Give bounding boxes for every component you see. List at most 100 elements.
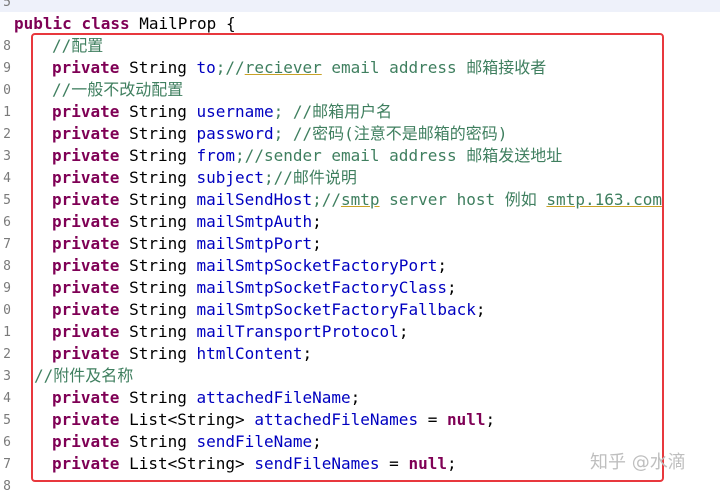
field-line-socket-factory-fallback[interactable]: private String mailSmtpSocketFactoryFall… <box>52 299 486 321</box>
keyword: private <box>52 212 120 231</box>
watermark: 知乎 @水滴 <box>590 452 686 473</box>
semicolon: ; <box>446 278 457 297</box>
type: String <box>129 124 187 143</box>
line-number: 3 <box>3 369 11 384</box>
line-number: 5 <box>3 193 11 208</box>
field-name: attachedFileName <box>196 388 351 407</box>
type: String <box>129 256 187 275</box>
semicolon: ; <box>446 454 457 473</box>
keyword: null <box>446 410 486 429</box>
comment-line[interactable]: //配置 <box>52 35 103 57</box>
keyword: class <box>81 14 130 33</box>
line-number: 6 <box>3 215 11 230</box>
keyword: private <box>52 322 120 341</box>
line-number: 8 <box>3 259 11 274</box>
field-line-transport-protocol[interactable]: private String mailTransportProtocol; <box>52 321 408 343</box>
comment: //配置 <box>52 36 104 55</box>
type: String <box>129 278 187 297</box>
keyword: private <box>52 234 120 253</box>
line-number: 9 <box>3 61 11 76</box>
keyword: private <box>52 146 120 165</box>
line-number: 4 <box>3 391 11 406</box>
semicolon: ; <box>312 234 322 253</box>
field-name: username <box>196 102 274 121</box>
comment: email address 邮箱接收者 <box>321 58 547 77</box>
field-line-mail-smtp-auth[interactable]: private String mailSmtpAuth; <box>52 211 322 233</box>
field-line-send-file-name[interactable]: private String sendFileName; <box>52 431 322 453</box>
field-name: mailSmtpAuth <box>196 212 313 231</box>
line-number: 0 <box>3 303 11 318</box>
field-line-subject[interactable]: private String subject;//邮件说明 <box>52 167 357 189</box>
field-line-from[interactable]: private String from;//sender email addre… <box>52 145 562 167</box>
field-name: mailSmtpSocketFactoryClass <box>196 278 447 297</box>
keyword: private <box>52 58 120 77</box>
comment: //附件及名称 <box>34 366 134 385</box>
field-line-username[interactable]: private String username; //邮箱用户名 <box>52 101 392 123</box>
comment: //一般不改动配置 <box>52 80 184 99</box>
semicolon: ; <box>350 388 361 407</box>
line-number: 4 <box>3 171 11 186</box>
semicolon: ; <box>398 322 409 341</box>
type: List<String> <box>129 410 245 429</box>
keyword: private <box>52 102 120 121</box>
line-number: 3 <box>3 149 11 164</box>
keyword: private <box>52 124 120 143</box>
field-line-attached-file-name[interactable]: private String attachedFileName; <box>52 387 360 409</box>
comment: ; //密码(注意不是邮箱的密码) <box>273 124 508 143</box>
field-line-attached-file-names[interactable]: private List<String> attachedFileNames =… <box>52 409 495 431</box>
field-name: sendFileNames <box>254 454 380 473</box>
line-number: 8 <box>3 39 11 54</box>
line-number: 7 <box>3 457 11 472</box>
semicolon: ; <box>312 432 322 451</box>
line-number: 9 <box>3 281 11 296</box>
assignment: = <box>418 410 447 429</box>
field-name: mailSmtpSocketFactoryFallback <box>196 300 476 319</box>
field-line-send-file-names[interactable]: private List<String> sendFileNames = nul… <box>52 453 457 475</box>
class-name: MailProp { <box>139 14 236 33</box>
comment-spell-flag: reciever <box>244 58 322 77</box>
field-name: mailTransportProtocol <box>196 322 399 341</box>
line-number: 1 <box>3 105 11 120</box>
field-name: mailSmtpSocketFactoryPort <box>196 256 438 275</box>
line-number: 2 <box>3 127 11 142</box>
semicolon: ; <box>312 212 322 231</box>
type: List<String> <box>129 454 245 473</box>
line-number: 5 <box>3 413 11 428</box>
field-name: mailSmtpPort <box>196 234 313 253</box>
type: String <box>129 168 187 187</box>
type: String <box>129 146 187 165</box>
previous-line-strip <box>0 0 720 12</box>
field-line-socket-factory-port[interactable]: private String mailSmtpSocketFactoryPort… <box>52 255 447 277</box>
field-name: sendFileName <box>196 432 313 451</box>
comment-line[interactable]: //附件及名称 <box>34 365 133 387</box>
comment-line[interactable]: //一般不改动配置 <box>52 79 183 101</box>
field-name: mailSendHost <box>196 190 313 209</box>
type: String <box>129 388 187 407</box>
type: String <box>129 102 187 121</box>
keyword: private <box>52 388 120 407</box>
field-line-mail-send-host[interactable]: private String mailSendHost;//smtp serve… <box>52 189 662 211</box>
field-line-socket-factory-class[interactable]: private String mailSmtpSocketFactoryClas… <box>52 277 457 299</box>
line-number: 5 <box>3 0 11 10</box>
type: String <box>129 322 187 341</box>
field-line-html-content[interactable]: private String htmlContent; <box>52 343 312 365</box>
keyword: null <box>408 454 447 473</box>
type: String <box>129 212 187 231</box>
class-declaration-line[interactable]: public class MailProp { <box>14 13 236 35</box>
field-name: password <box>196 124 274 143</box>
assignment: = <box>379 454 409 473</box>
field-name: htmlContent <box>196 344 303 363</box>
line-number: 2 <box>3 347 11 362</box>
semicolon: ; <box>437 256 447 275</box>
comment: server host 例如 <box>379 190 547 209</box>
field-line-mail-smtp-port[interactable]: private String mailSmtpPort; <box>52 233 322 255</box>
field-line-password[interactable]: private String password; //密码(注意不是邮箱的密码) <box>52 123 507 145</box>
comment: ;//sender email address 邮箱发送地址 <box>235 146 563 165</box>
keyword: private <box>52 410 120 429</box>
semicolon: ; <box>485 410 496 429</box>
semicolon: ; <box>302 344 313 363</box>
field-line-to[interactable]: private String to;//reciever email addre… <box>52 57 546 79</box>
comment: ; //邮箱用户名 <box>273 102 393 121</box>
